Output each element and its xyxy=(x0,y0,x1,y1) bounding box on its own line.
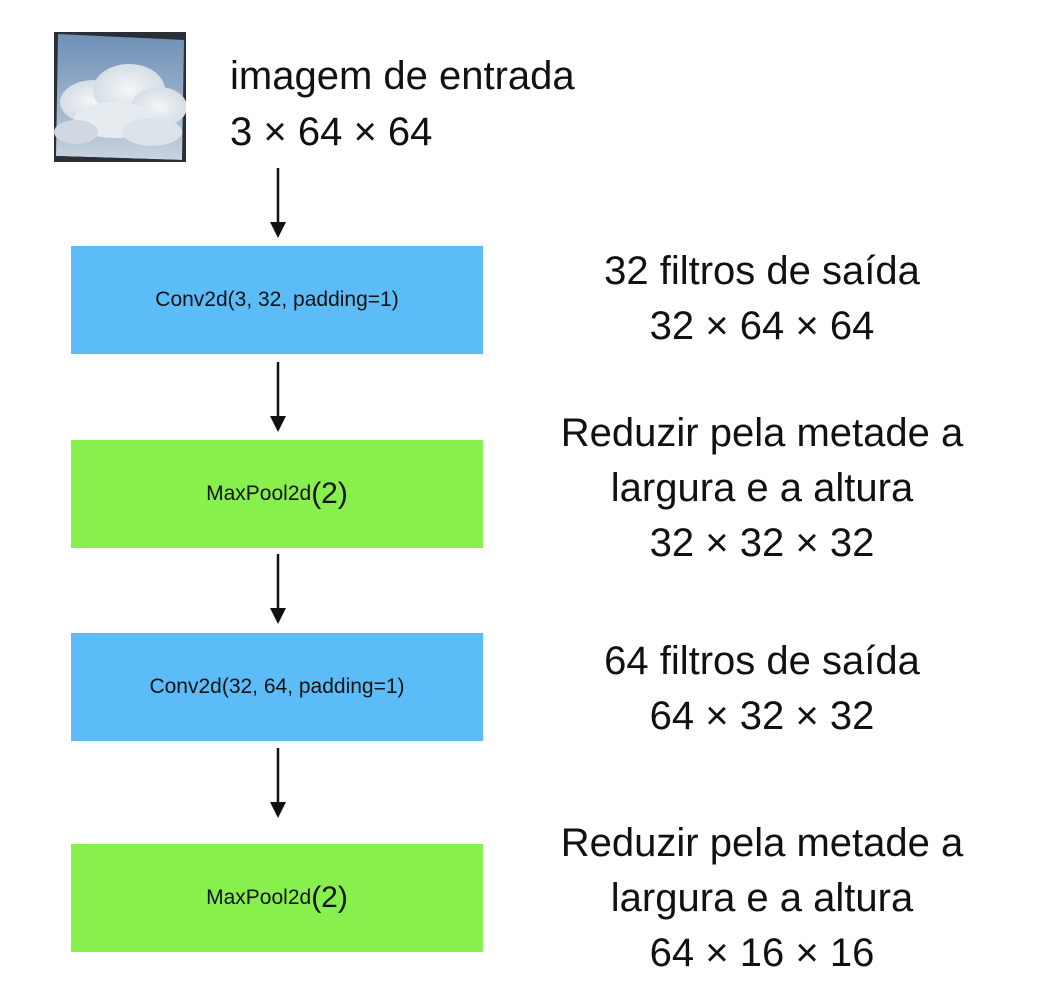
note-shape: 32 × 64 × 64 xyxy=(649,304,875,348)
note-shape: 64 × 16 × 16 xyxy=(649,931,875,975)
layer-conv2d-2: Conv2d(32, 64, padding=1) xyxy=(71,633,483,741)
arrow-down-icon xyxy=(268,748,288,820)
layer-maxpool2d-1: MaxPool2d(2) xyxy=(71,440,483,548)
note-line: largura e a altura xyxy=(610,466,914,510)
layer-note-3: 64 filtros de saída 64 × 32 × 32 xyxy=(512,634,1012,744)
layer-note-1: 32 filtros de saída 32 × 64 × 64 xyxy=(512,244,1012,354)
layer-arg: (2) xyxy=(311,477,348,510)
note-line: 64 filtros de saída xyxy=(604,639,920,683)
input-label: imagem de entrada 3 × 64 × 64 xyxy=(230,48,575,160)
arrow-down-icon xyxy=(268,554,288,626)
note-line: 32 filtros de saída xyxy=(604,249,920,293)
note-shape: 32 × 32 × 32 xyxy=(649,521,875,565)
layer-arg: (2) xyxy=(311,881,348,914)
input-title: imagem de entrada xyxy=(230,54,575,98)
note-shape: 64 × 32 × 32 xyxy=(649,694,875,738)
layer-note-2: Reduzir pela metade a largura e a altura… xyxy=(512,406,1012,571)
layer-conv2d-1: Conv2d(3, 32, padding=1) xyxy=(71,246,483,354)
input-shape: 3 × 64 × 64 xyxy=(230,110,433,154)
input-image-thumbnail xyxy=(54,32,186,162)
layer-name: Conv2d(32, 64, padding=1) xyxy=(149,675,405,698)
note-line: Reduzir pela metade a xyxy=(560,411,964,455)
note-line: Reduzir pela metade a xyxy=(560,821,964,865)
note-line: largura e a altura xyxy=(610,876,914,920)
layer-maxpool2d-2: MaxPool2d(2) xyxy=(71,844,483,952)
cloud-sky-icon xyxy=(54,34,186,162)
layer-name: MaxPool2d xyxy=(206,482,312,505)
layer-note-4: Reduzir pela metade a largura e a altura… xyxy=(512,816,1012,981)
arrow-down-icon xyxy=(268,168,288,240)
arrow-down-icon xyxy=(268,362,288,434)
layer-name: MaxPool2d xyxy=(206,886,312,909)
layer-name: Conv2d(3, 32, padding=1) xyxy=(155,288,399,311)
